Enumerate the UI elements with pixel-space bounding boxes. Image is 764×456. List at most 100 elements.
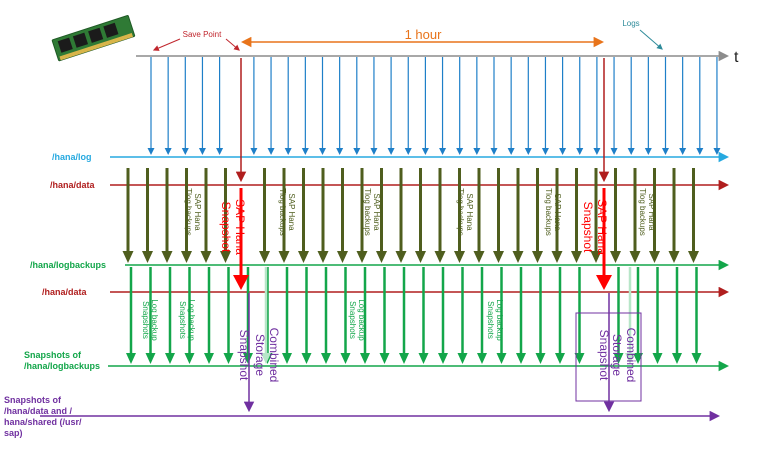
logbackup-snapshot-arrow bbox=[555, 267, 565, 364]
tlog-backups-annotation: SAP HanaTlog backups bbox=[184, 188, 202, 236]
logbackup-snapshot-arrow bbox=[165, 267, 175, 364]
tlog-backups-annotation: SAP HanaTlog backups bbox=[456, 188, 474, 236]
data-backup-arrow bbox=[551, 168, 563, 263]
logbackup-snapshot-arrow bbox=[613, 267, 624, 364]
save-point-pointer-left bbox=[152, 38, 181, 51]
data-backup-arrow bbox=[668, 168, 680, 263]
log-write-arrow bbox=[198, 57, 206, 155]
data-backup-arrow bbox=[337, 168, 348, 263]
hana-log-label: /hana/log bbox=[52, 152, 92, 162]
log-write-arrow bbox=[370, 57, 378, 155]
logs-pointer bbox=[639, 29, 663, 50]
log-write-arrow bbox=[610, 57, 618, 155]
memory-module-icon bbox=[51, 15, 136, 62]
hana-data-label-bottom: /hana/data bbox=[42, 287, 88, 297]
log-write-arrow bbox=[662, 57, 669, 155]
log-write-arrow bbox=[627, 57, 635, 155]
data-backup-arrow bbox=[688, 168, 699, 263]
log-write-arrow bbox=[576, 57, 584, 155]
logbackup-snapshot-arrow bbox=[418, 267, 429, 364]
data-backup-arrow bbox=[200, 168, 212, 263]
log-write-arrow bbox=[164, 57, 172, 155]
logbackup-snapshot-arrow bbox=[438, 267, 448, 364]
snapshots-logbackups-label: Snapshots of /hana/logbackups bbox=[24, 350, 100, 371]
log-write-arrow bbox=[679, 57, 687, 155]
log-write-arrow bbox=[250, 57, 258, 155]
snapshots-data-shared-label: Snapshots of /hana/data and / hana/share… bbox=[4, 395, 84, 438]
data-backup-arrow bbox=[356, 168, 368, 263]
data-backup-arrow bbox=[571, 168, 582, 263]
data-backup-arrow bbox=[122, 168, 134, 263]
logbackup-snapshot-arrows bbox=[126, 267, 702, 364]
logbackup-snapshot-arrow bbox=[126, 267, 136, 364]
log-write-arrow bbox=[439, 57, 447, 155]
logbackup-snapshot-arrow bbox=[574, 267, 585, 364]
logs-label: Logs bbox=[622, 19, 639, 28]
tlog-backups-annotation: SAP HanaTlog backups bbox=[544, 188, 562, 236]
logbackup-snapshot-arrow bbox=[360, 267, 370, 364]
faded-snapshot-arrow bbox=[261, 267, 271, 364]
log-write-arrow bbox=[456, 57, 464, 155]
logbackup-snapshot-arrow bbox=[399, 267, 409, 364]
log-write-arrow bbox=[353, 57, 361, 155]
data-backup-arrow bbox=[415, 168, 426, 263]
log-write-arrow bbox=[336, 57, 344, 155]
log-write-arrow bbox=[541, 57, 549, 155]
data-backup-arrow bbox=[376, 168, 387, 263]
tlog-backups-annotation: SAP HanaTlog backups bbox=[638, 188, 656, 236]
log-write-arrow bbox=[490, 57, 498, 155]
combined-storage-annotation: CombinedStorage bbox=[610, 328, 638, 383]
snapshot-annotation: Snapshot bbox=[237, 330, 251, 381]
log-write-arrow bbox=[644, 57, 652, 155]
log-write-arrow bbox=[593, 57, 601, 155]
log-write-arrow bbox=[267, 57, 275, 155]
logbackup-snapshot-arrow bbox=[340, 267, 351, 364]
log-write-arrow bbox=[216, 57, 224, 155]
timeline-t-label: t bbox=[734, 49, 739, 66]
data-backup-arrow bbox=[298, 168, 309, 263]
combined-storage-highlight-box bbox=[575, 312, 642, 402]
logbackup-snapshot-arrow bbox=[243, 267, 253, 364]
logbackup-snapshot-arrow bbox=[672, 267, 682, 364]
logbackup-snapshot-arrow bbox=[516, 267, 526, 364]
log-write-arrow bbox=[284, 57, 292, 155]
hana-snapshot-annotation: SAP HanaSnapshot bbox=[219, 199, 247, 255]
logbackup-snapshot-arrow bbox=[477, 267, 487, 364]
logbackup-snapshot-arrow bbox=[535, 267, 546, 364]
log-write-arrow bbox=[473, 57, 481, 155]
hana-snapshot-annotation: SAP HanaSnapshot bbox=[581, 199, 609, 255]
data-backup-arrow bbox=[532, 168, 543, 263]
data-backup-arrow bbox=[454, 168, 465, 263]
tlog-backups-annotation: SAP HanaTlog backups bbox=[363, 188, 381, 236]
log-write-arrow bbox=[404, 57, 412, 155]
save-point-label: Save Point bbox=[183, 30, 222, 39]
log-write-arrow bbox=[387, 57, 395, 155]
log-write-arrow bbox=[181, 57, 189, 155]
hana-data-label-top: /hana/data bbox=[50, 180, 96, 190]
log-backup-snapshots-annotation: Log backupSnapshots bbox=[178, 299, 196, 341]
log-write-arrow bbox=[696, 57, 704, 155]
log-write-arrow bbox=[301, 57, 309, 155]
log-write-arrow bbox=[559, 57, 567, 155]
data-backup-arrow bbox=[649, 168, 660, 263]
faded-snapshot-arrow bbox=[625, 267, 635, 364]
log-backup-snapshots-annotation: Log backupSnapshots bbox=[348, 299, 366, 341]
hana-snapshot-arrow-right bbox=[596, 188, 612, 290]
snapshot-annotation: Snapshot bbox=[597, 330, 611, 381]
logbackup-snapshot-arrow bbox=[457, 267, 468, 364]
data-to-logbackups-arrows bbox=[122, 168, 699, 263]
log-write-arrow bbox=[421, 57, 429, 155]
log-write-arrow bbox=[524, 57, 532, 155]
log-write-arrows bbox=[147, 57, 721, 155]
save-point-pointer-right bbox=[225, 38, 240, 51]
logbackup-snapshot-arrow bbox=[652, 267, 663, 364]
logbackup-snapshot-arrow bbox=[691, 267, 702, 364]
data-backup-arrow bbox=[473, 168, 485, 263]
logbackup-snapshot-arrow bbox=[496, 267, 507, 364]
logbackup-snapshot-arrow bbox=[145, 267, 156, 364]
data-backup-arrow bbox=[220, 168, 231, 263]
data-backup-arrow bbox=[161, 168, 173, 263]
logbackup-snapshot-arrow bbox=[204, 267, 214, 364]
log-write-arrow bbox=[507, 57, 515, 155]
